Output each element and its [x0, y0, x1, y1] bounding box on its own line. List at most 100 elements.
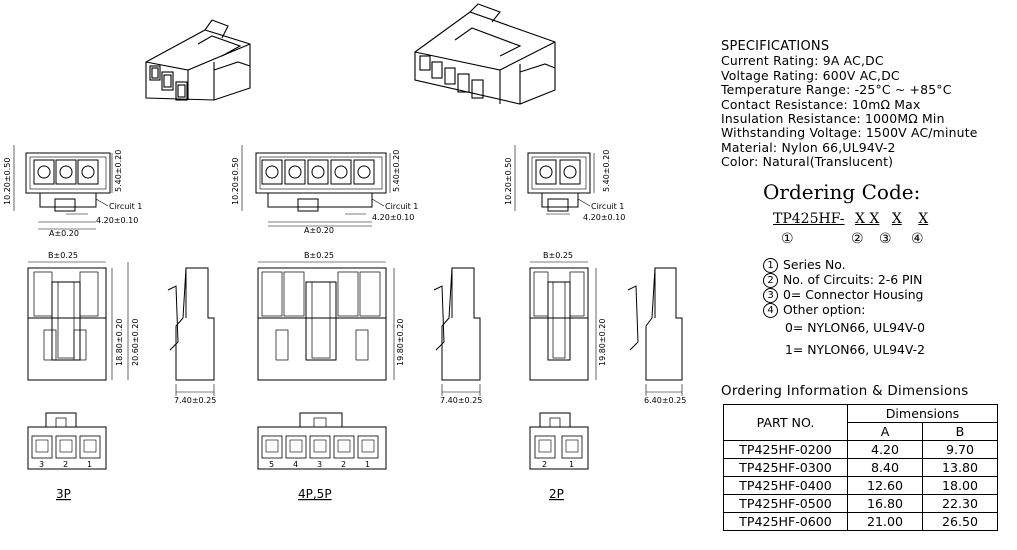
- dim-10-20-2p: 10.20±0.50: [504, 158, 513, 205]
- pin-5p-0: 5: [269, 460, 274, 469]
- option-0: 0= NYLON66, UL94V-0: [785, 320, 926, 335]
- connector-technical-drawing: 10.20±0.50 5.40±0.20 Circuit 1 4.20±0.10…: [3, 3, 686, 501]
- bottom-view-5p: 5 4 3 2 1 4P,5P: [257, 412, 387, 501]
- code-marker-1: ①: [781, 231, 794, 247]
- pin-2p-0: 2: [542, 460, 547, 469]
- front-view-2p: 10.20±0.50 5.40±0.20 Circuit 1 4.20±0.10: [504, 145, 625, 222]
- code-field-2: X X: [854, 211, 880, 227]
- dim-20-60-3p: 20.60±0.20: [131, 319, 140, 366]
- cell-a: 16.80: [847, 494, 923, 513]
- cell-b: 13.80: [922, 458, 998, 477]
- elevation-2p: B±0.25 19.80±0.20: [529, 251, 607, 381]
- spec-line: Withstanding Voltage: 1500V AC/minute: [721, 125, 978, 141]
- cell-a: 8.40: [847, 458, 923, 477]
- pin-5p-2: 3: [317, 460, 322, 469]
- note-text: Other option:: [783, 302, 866, 318]
- note-text: 0= Connector Housing: [783, 287, 924, 303]
- dimensions-table: PART NO. Dimensions A B TP425HF-0200 4.2…: [723, 404, 998, 531]
- spec-line: Voltage Rating: 600V AC,DC: [721, 67, 900, 83]
- cell-a: 4.20: [847, 440, 923, 459]
- dim-4-20-3p: 4.20±0.10: [96, 216, 138, 225]
- table-row: TP425HF-0600 21.00 26.50: [723, 512, 998, 531]
- cell-a: 12.60: [847, 476, 923, 495]
- code-prefix: TP425HF-: [773, 211, 845, 227]
- dim-a-5p: A±0.20: [304, 226, 334, 235]
- dim-7-40-5p: 7.40±0.25: [440, 396, 482, 405]
- side-view-5p: 7.40±0.25: [433, 267, 482, 405]
- circuit1-5p: Circuit 1: [385, 202, 418, 211]
- bottom-view-3p: 3 2 1 3P: [27, 412, 107, 501]
- dim-10-20-5p: 10.20±0.50: [231, 158, 240, 205]
- elevation-5p: B±0.25 19.80±0.20: [257, 251, 405, 381]
- label-4p5p: 4P,5P: [298, 487, 332, 501]
- dim-19-80-2p: 19.80±0.20: [598, 319, 607, 366]
- spec-line: Color: Natural(Translucent): [721, 154, 894, 170]
- cell-b: 18.00: [922, 476, 998, 495]
- pin-3p-1: 2: [63, 460, 68, 469]
- cell-part: TP425HF-0200: [723, 440, 848, 459]
- label-3p: 3P: [56, 487, 71, 501]
- header-dimensions: Dimensions: [847, 404, 998, 423]
- bottom-view-2p: 2 1 2P: [529, 412, 589, 501]
- note-marker: 4: [763, 303, 778, 318]
- note-circuits: 2 No. of Circuits: 2-6 PIN: [763, 273, 925, 288]
- circuit1-2p: Circuit 1: [591, 202, 624, 211]
- header-b: B: [922, 422, 998, 441]
- pin-5p-1: 4: [293, 460, 298, 469]
- dim-5-40-3p: 5.40±0.20: [114, 150, 123, 192]
- note-text: Series No.: [783, 257, 846, 273]
- code-marker-2: ②: [851, 231, 864, 247]
- dim-4-20-5p: 4.20±0.10: [372, 213, 414, 222]
- cell-a: 21.00: [847, 512, 923, 531]
- pin-2p-1: 1: [569, 460, 574, 469]
- side-view-3p: 7.40±0.25: [167, 267, 216, 405]
- spec-line: Insulation Resistance: 1000MΩ Min: [721, 111, 945, 127]
- table-row: TP425HF-0200 4.20 9.70: [723, 440, 998, 459]
- spec-line: Current Rating: 9A AC,DC: [721, 53, 884, 69]
- dim-18-80-3p: 18.80±0.20: [115, 319, 124, 366]
- dim-5-40-2p: 5.40±0.20: [602, 150, 611, 192]
- label-2p: 2P: [549, 487, 564, 501]
- table-row: TP425HF-0400 12.60 18.00: [723, 476, 998, 495]
- note-marker: 2: [763, 273, 778, 288]
- note-text: No. of Circuits: 2-6 PIN: [783, 272, 923, 288]
- cell-part: TP425HF-0600: [723, 512, 848, 531]
- cell-b: 26.50: [922, 512, 998, 531]
- dim-6-40-2p: 6.40±0.25: [644, 396, 686, 405]
- note-marker: 3: [763, 288, 778, 303]
- pin-5p-3: 2: [341, 460, 346, 469]
- dim-19-80-5p: 19.80±0.20: [396, 319, 405, 366]
- pin-5p-4: 1: [365, 460, 370, 469]
- cell-b: 9.70: [922, 440, 998, 459]
- specifications-title: SPECIFICATIONS: [721, 39, 830, 54]
- code-marker-4: ④: [911, 231, 924, 247]
- iso-connector-3p: [145, 19, 251, 101]
- pin-3p-0: 3: [39, 460, 44, 469]
- spec-line: Contact Resistance: 10mΩ Max: [721, 96, 921, 112]
- header-a: A: [847, 422, 923, 441]
- side-view-2p: 6.40±0.25: [627, 267, 686, 405]
- cell-b: 22.30: [922, 494, 998, 513]
- dim-5-40-5p: 5.40±0.20: [392, 150, 401, 192]
- front-view-5p: 10.20±0.50 5.40±0.20 Circuit 1 4.20±0.10…: [231, 145, 418, 235]
- ordering-code-title: Ordering Code:: [763, 180, 921, 204]
- table-title: Ordering Information & Dimensions: [721, 384, 969, 399]
- dim-b-5p: B±0.25: [304, 251, 334, 260]
- circuit1-3p: Circuit 1: [109, 202, 142, 211]
- ordering-code-pattern: TP425HF- X X X X: [773, 211, 928, 227]
- front-view-3p: 10.20±0.50 5.40±0.20 Circuit 1 4.20±0.10…: [3, 145, 142, 238]
- option-1: 1= NYLON66, UL94V-2: [785, 341, 926, 357]
- table-row: TP425HF-0500 16.80 22.30: [723, 494, 998, 513]
- dim-4-20-2p: 4.20±0.10: [583, 213, 625, 222]
- header-part-no: PART NO.: [723, 404, 848, 441]
- dim-7-40-3p: 7.40±0.25: [174, 396, 216, 405]
- iso-connector-5p: [414, 3, 556, 105]
- code-field-3: X: [891, 211, 902, 227]
- dim-b-3p: B±0.25: [48, 251, 78, 260]
- cell-part: TP425HF-0300: [723, 458, 848, 477]
- note-housing: 3 0= Connector Housing: [763, 288, 925, 303]
- spec-line: Material: Nylon 66,UL94V-2: [721, 139, 896, 155]
- code-field-4: X: [918, 211, 929, 227]
